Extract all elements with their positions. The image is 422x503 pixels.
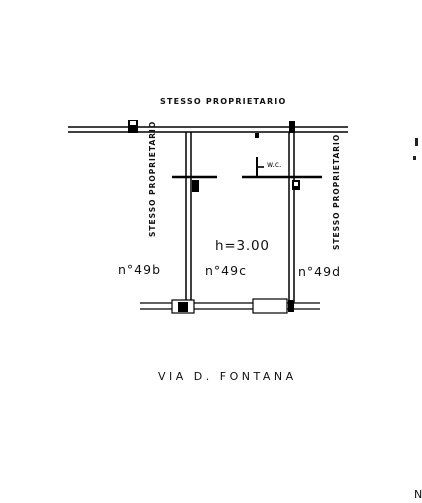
unit-49c-label: n°49c [205,263,247,278]
top-owner-label: STESSO PROPRIETARIO [160,97,287,106]
unit-49b-label: n°49b [118,262,161,277]
edge-mark: N [414,488,422,501]
wc-label: w.c. [267,160,281,169]
left-owner-label: STESSO PROPRIETARIO [148,121,157,237]
room-height-label: h=3.00 [215,238,270,254]
wc-partition [172,133,322,179]
left-wall [185,132,199,303]
right-owner-label: STESSO PROPRIETARIO [332,134,341,250]
margin-marks [413,138,418,160]
unit-49d-label: n°49d [298,264,341,279]
right-wall [288,132,300,303]
street-name-label: VIA D. FONTANA [158,370,297,383]
top-wall [68,120,348,133]
bottom-wall [140,298,320,314]
